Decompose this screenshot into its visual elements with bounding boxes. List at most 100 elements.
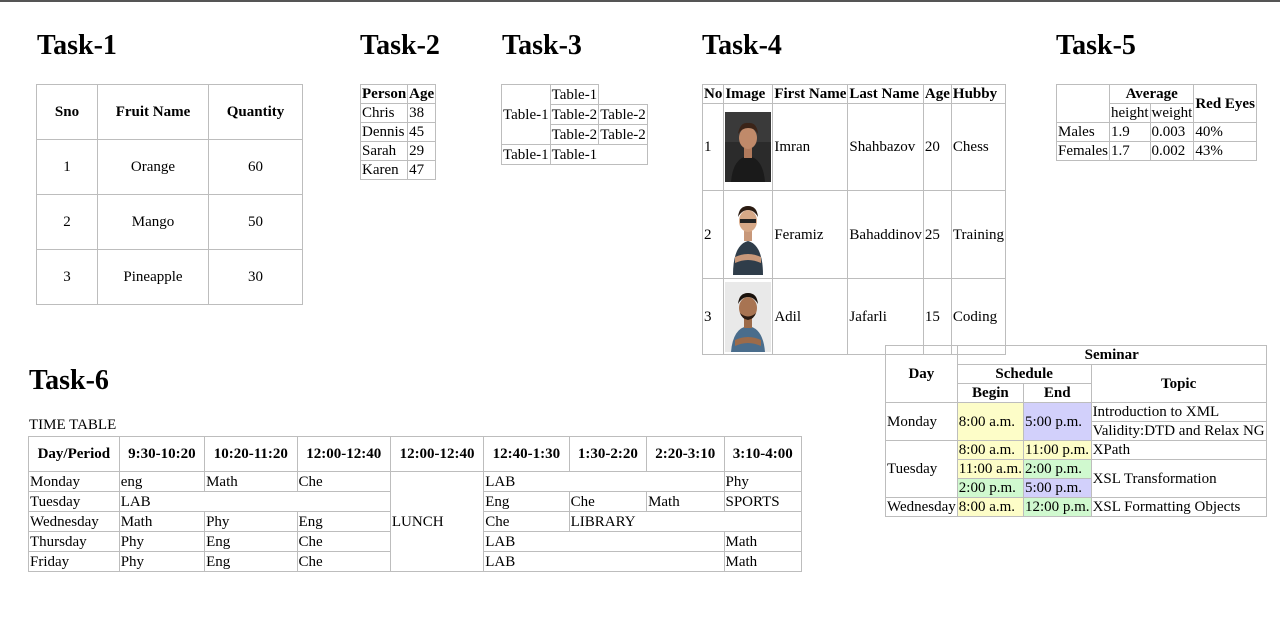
cell-end: 2:00 p.m. bbox=[1022, 459, 1092, 479]
cell-quantity: 50 bbox=[208, 194, 303, 250]
cell-topic: XSL Transformation bbox=[1090, 459, 1267, 498]
subject-cell: Che bbox=[483, 511, 570, 532]
table-row: Tuesday 8:00 a.m. 11:00 p.m. XPath bbox=[885, 440, 1267, 498]
cell-age: 25 bbox=[922, 190, 952, 279]
cell-height: 1.7 bbox=[1109, 141, 1151, 161]
column-header-period: 1:30-2:20 bbox=[568, 436, 648, 472]
column-header-red-eyes: Red Eyes bbox=[1193, 84, 1257, 123]
table-row: Wednesday 8:00 a.m. 12:00 p.m. XSL Forma… bbox=[885, 497, 1267, 517]
row-label: Females bbox=[1056, 141, 1110, 161]
cell-topic: XPath bbox=[1090, 440, 1267, 460]
photo-cell bbox=[723, 278, 774, 355]
subject-cell: Math bbox=[723, 531, 802, 552]
cell-table-2: Table-2 bbox=[549, 124, 600, 145]
table-row: 1 Imran Shahbazov 20 Chess bbox=[701, 103, 1007, 191]
cell-topic: Validity:DTD and Relax NG bbox=[1090, 421, 1267, 441]
task5-heading: Task-5 bbox=[1056, 30, 1136, 61]
column-header-day-period: Day/Period bbox=[28, 436, 120, 472]
column-header-period: 2:20-3:10 bbox=[646, 436, 725, 472]
subject-cell: Math bbox=[118, 511, 206, 532]
cell-end: 5:00 p.m. bbox=[1022, 478, 1092, 498]
empty-cell bbox=[598, 84, 648, 105]
day-cell: Thursday bbox=[28, 531, 120, 552]
table-row: 3 Pineapple 30 bbox=[36, 249, 303, 305]
cell-end: 12:00 p.m. bbox=[1022, 497, 1092, 517]
column-header-person: Person bbox=[359, 84, 409, 104]
table-row: Thursday Phy Eng Che LAB Math bbox=[28, 531, 802, 552]
cell-red-eyes: 40% bbox=[1193, 122, 1257, 142]
cell-hubby: Chess bbox=[950, 103, 1007, 191]
task6-heading: Task-6 bbox=[29, 365, 109, 396]
column-header-topic: Topic bbox=[1090, 364, 1267, 403]
table-row: Wednesday Math Phy Eng Che LIBRARY bbox=[28, 511, 803, 532]
column-header-period: 3:10-4:00 bbox=[723, 436, 802, 472]
cell-first-name: Imran bbox=[772, 103, 849, 191]
column-header-no: No bbox=[701, 84, 725, 104]
cell-last-name: Shahbazov bbox=[847, 103, 924, 191]
lab-cell: LAB bbox=[118, 491, 391, 512]
table-row: Monday 8:00 a.m. 5:00 p.m. Introduction … bbox=[885, 402, 1267, 441]
cell-table-2: Table-2 bbox=[598, 104, 648, 125]
cell-table-1-colspan: Table-1 bbox=[549, 144, 648, 165]
cell-age: 20 bbox=[922, 103, 952, 191]
subject-cell: Che bbox=[296, 551, 391, 572]
day-cell: Wednesday bbox=[28, 511, 120, 532]
cell-no: 3 bbox=[701, 278, 725, 355]
cell-fruit-name: Orange bbox=[97, 139, 209, 195]
empty-corner-cell bbox=[1056, 84, 1110, 123]
task3-section: Table-1 Table-1 Table-2 Table-2 Table-2 … bbox=[501, 84, 648, 165]
day-tuesday: Tuesday bbox=[885, 440, 958, 498]
column-header-age: Age bbox=[922, 84, 952, 104]
table-row: Tuesday LAB Eng Che Math SPORTS bbox=[28, 491, 802, 512]
column-header-period: 9:30-10:20 bbox=[118, 436, 206, 472]
subject-cell: Eng bbox=[296, 511, 391, 532]
cell-begin: 8:00 a.m. bbox=[956, 497, 1024, 517]
column-header-day: Day bbox=[885, 345, 958, 403]
subject-cell: Eng bbox=[204, 531, 298, 552]
column-header-last-name: Last Name bbox=[847, 84, 924, 104]
cell-table-1-rowspan: Table-1 bbox=[501, 84, 551, 145]
subject-cell: Phy bbox=[118, 531, 206, 552]
lab-cell: LAB bbox=[483, 531, 725, 552]
table-row: 3 Adil Jafarli 15 Coding bbox=[701, 278, 1007, 355]
column-header-sno: Sno bbox=[36, 84, 98, 140]
timetable: Day/Period 9:30-10:20 10:20-11:20 12:00-… bbox=[28, 436, 803, 572]
library-cell: LIBRARY bbox=[568, 511, 803, 532]
cell-age: 15 bbox=[922, 278, 952, 355]
column-header-quantity: Quantity bbox=[208, 84, 303, 140]
column-header-period: 12:00-12:40 bbox=[389, 436, 485, 472]
subject-cell: Eng bbox=[483, 491, 570, 512]
table-row: Males 1.9 0.003 40% bbox=[1056, 122, 1257, 142]
column-header-seminar: Seminar bbox=[956, 345, 1267, 365]
subject-cell: Math bbox=[723, 551, 802, 572]
column-header-period: 10:20-11:20 bbox=[204, 436, 298, 472]
day-cell: Friday bbox=[28, 551, 120, 572]
subject-cell: Che bbox=[296, 531, 391, 552]
day-monday: Monday bbox=[885, 402, 958, 441]
cell-no: 1 bbox=[701, 103, 725, 191]
column-header-period: 12:40-1:30 bbox=[483, 436, 570, 472]
table-row: Females 1.7 0.002 43% bbox=[1056, 141, 1257, 161]
cell-sno: 2 bbox=[36, 194, 98, 250]
column-header-image: Image bbox=[723, 84, 774, 104]
sports-cell: SPORTS bbox=[723, 491, 802, 512]
cell-quantity: 30 bbox=[208, 249, 303, 305]
lunch-cell: LUNCH bbox=[389, 471, 485, 572]
lab-cell: LAB bbox=[483, 551, 725, 572]
cell-age: 29 bbox=[407, 141, 437, 161]
column-header-average: Average bbox=[1108, 84, 1195, 104]
column-header-end: End bbox=[1022, 383, 1092, 403]
cell-table-2: Table-2 bbox=[549, 104, 600, 125]
cell-topic: Introduction to XML bbox=[1090, 402, 1267, 422]
cell-last-name: Bahaddinov bbox=[847, 190, 924, 279]
table-row: 1 Orange 60 bbox=[36, 139, 303, 195]
subheader-height: height bbox=[1109, 103, 1151, 123]
person-photo-1 bbox=[725, 112, 772, 182]
subject-cell: Math bbox=[204, 471, 298, 492]
task1-heading: Task-1 bbox=[37, 30, 117, 61]
subject-cell: Phy bbox=[723, 471, 802, 492]
cell-begin: 8:00 a.m. bbox=[956, 402, 1024, 441]
cell-topic: XSL Formatting Objects bbox=[1090, 497, 1267, 517]
cell-begin: 11:00 a.m. bbox=[956, 459, 1024, 479]
